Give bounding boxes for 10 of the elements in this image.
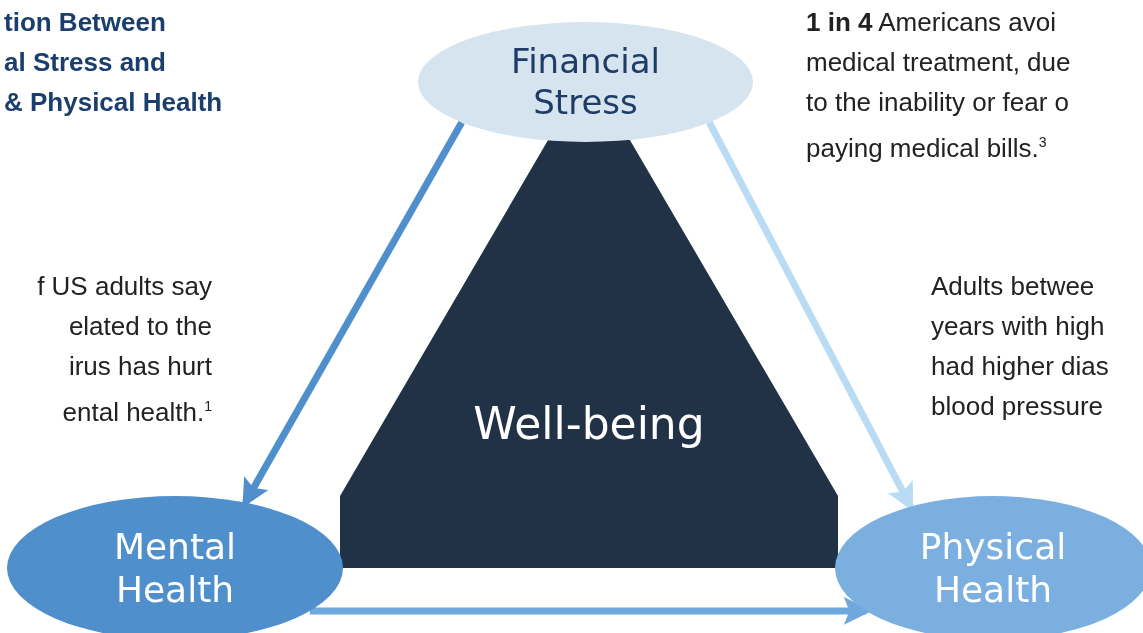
note-text: Adults betwee years with high had higher dias blood pressure <box>931 270 1109 423</box>
node-label: Mental Health <box>112 524 238 612</box>
ellipse-node <box>418 22 753 142</box>
title: tion Between al Stress and & Physical Health <box>4 6 223 119</box>
node-label: Financial Stress <box>510 41 661 123</box>
node-label: Physical Health <box>918 524 1068 612</box>
note-text: 1 in 4 Americans avoi medical treatment, due to the inability or fear o paying medical bills.$^{3}$ <box>806 6 1071 165</box>
arrow <box>309 596 872 625</box>
note-text: f US adults say elated to the irus has hurt ental health.$^{1}$ <box>37 270 212 429</box>
node-label: Well-being <box>473 397 705 451</box>
